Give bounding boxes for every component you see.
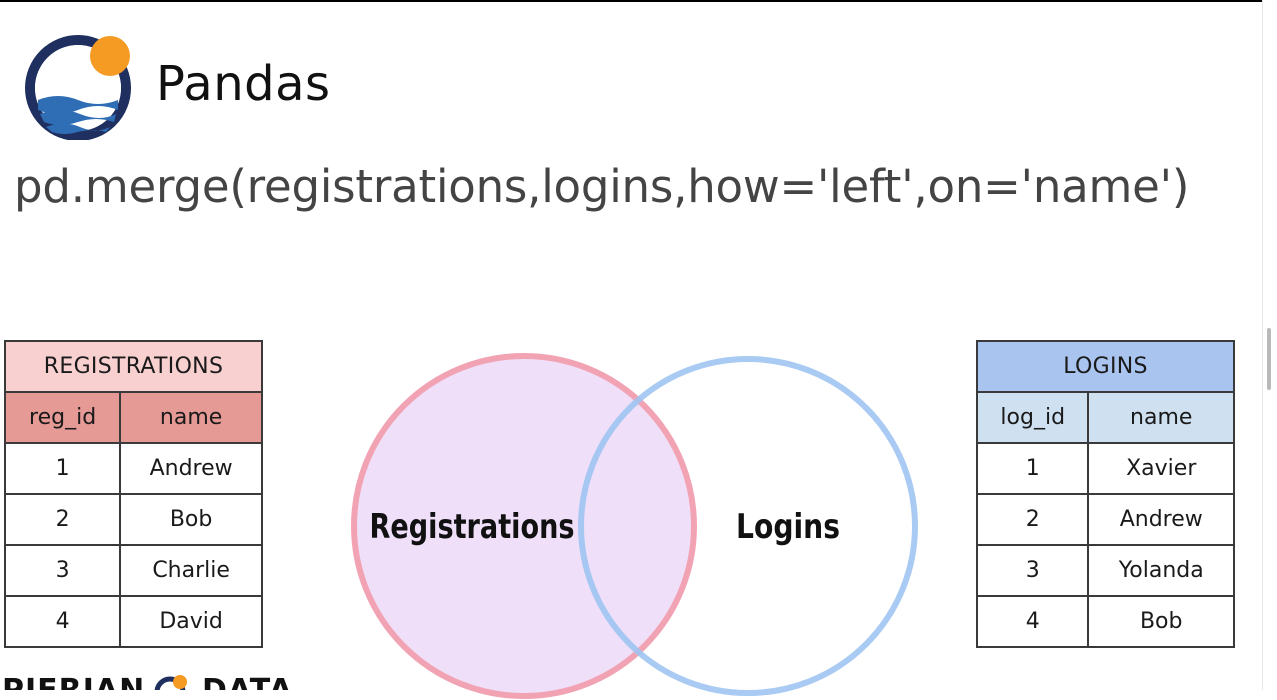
- table-title-row: REGISTRATIONS: [4, 340, 263, 393]
- merge-code-line: pd.merge(registrations,logins,how='left'…: [14, 160, 1190, 213]
- table-row: 4 Bob: [975, 595, 1235, 648]
- venn-label-logins: Logins: [736, 507, 840, 547]
- table-cell-name: Xavier: [1087, 442, 1235, 495]
- column-header-log-id: log_id: [975, 391, 1090, 444]
- table-cell-name: Bob: [119, 493, 263, 546]
- column-header-name: name: [119, 391, 263, 444]
- pierian-data-brand: PIERIAN DATA: [0, 672, 300, 690]
- table-row: 1 Andrew: [3, 442, 263, 495]
- column-header-name: name: [1087, 391, 1235, 444]
- table-cell-name: Yolanda: [1087, 544, 1235, 597]
- table-cell-log-id: 4: [975, 595, 1090, 648]
- column-header-reg-id: reg_id: [3, 391, 122, 444]
- table-cell-name: Charlie: [119, 544, 263, 597]
- table-cell-reg-id: 3: [3, 544, 122, 597]
- pandas-logo-icon: [25, 35, 131, 140]
- logins-table-title: LOGINS: [976, 340, 1235, 393]
- table-row: 2 Bob: [3, 493, 263, 546]
- brand-text-data: DATA: [202, 676, 293, 691]
- scrollbar-thumb[interactable]: [1267, 328, 1271, 390]
- table-row: 1 Xavier: [975, 442, 1235, 495]
- table-row: 4 David: [3, 595, 263, 648]
- table-title-row: LOGINS: [976, 340, 1235, 393]
- table-cell-reg-id: 4: [3, 595, 122, 648]
- app-title: Pandas: [156, 56, 331, 112]
- table-cell-log-id: 3: [975, 544, 1090, 597]
- table-cell-reg-id: 1: [3, 442, 122, 495]
- logins-table: LOGINS log_id name 1 Xavier 2 Andrew 3 Y…: [975, 340, 1235, 648]
- table-header-row: log_id name: [975, 391, 1235, 444]
- table-cell-name: Andrew: [1087, 493, 1235, 546]
- table-row: 2 Andrew: [975, 493, 1235, 546]
- table-cell-name: David: [119, 595, 263, 648]
- table-row: 3 Yolanda: [975, 544, 1235, 597]
- table-cell-log-id: 2: [975, 493, 1090, 546]
- table-row: 3 Charlie: [3, 544, 263, 597]
- top-border: [0, 0, 1277, 2]
- venn-diagram: Registrations Logins: [351, 353, 918, 699]
- table-header-row: reg_id name: [3, 391, 263, 444]
- registrations-table: REGISTRATIONS reg_id name 1 Andrew 2 Bob…: [3, 340, 263, 648]
- venn-label-registrations: Registrations: [370, 507, 575, 547]
- table-cell-log-id: 1: [975, 442, 1090, 495]
- registrations-table-title: REGISTRATIONS: [4, 340, 263, 393]
- table-cell-name: Bob: [1087, 595, 1235, 648]
- table-cell-name: Andrew: [119, 442, 263, 495]
- pierian-logo-icon: [154, 675, 187, 690]
- table-cell-reg-id: 2: [3, 493, 122, 546]
- brand-text-pierian: PIERIAN: [2, 676, 145, 691]
